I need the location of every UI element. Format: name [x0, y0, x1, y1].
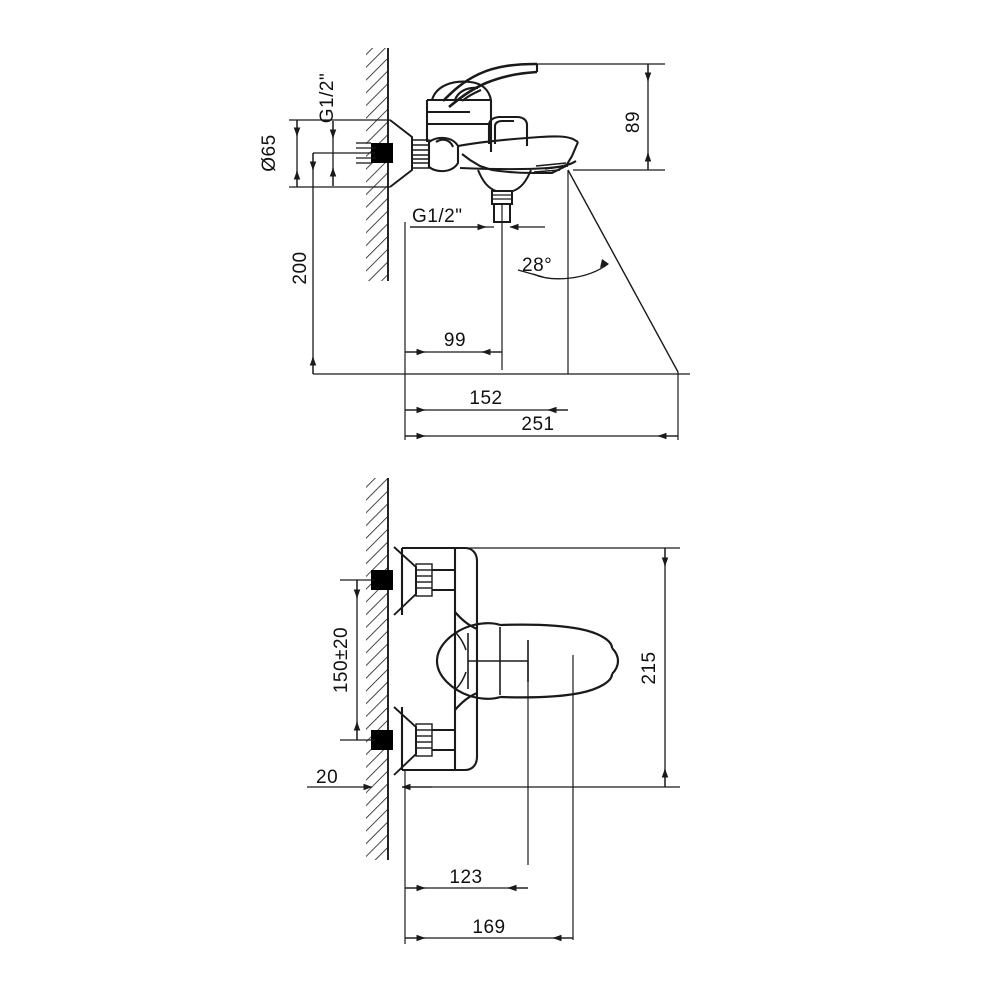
dim-label-angle-28: 28°: [522, 255, 552, 276]
dim-centers-150: 150±20: [331, 579, 375, 741]
ext-lines-flange: [289, 119, 390, 188]
inlet-nipple-upper: [371, 570, 393, 590]
dim-depth-123: 123: [405, 867, 528, 892]
dim-label-proj-152: 152: [469, 388, 502, 409]
dim-wall-gap-20: 20: [307, 767, 432, 791]
angle-ray-spout: [567, 169, 679, 374]
dim-label-thread-outlet: G1/2": [412, 206, 462, 227]
diverter-knob-top: [487, 115, 529, 146]
dim-label-height-215: 215: [639, 651, 660, 684]
dim-height-200: 200: [290, 152, 375, 374]
union-elbow-top: [427, 136, 460, 173]
dim-label-centers-150: 150±20: [331, 627, 352, 693]
wall-section-bottom: [366, 478, 389, 860]
dim-label-wall-gap-20: 20: [316, 767, 338, 788]
coupling-nut-upper: [415, 563, 433, 597]
dim-label-spout-height-89: 89: [623, 111, 644, 133]
coupling-nut-lower: [415, 723, 433, 757]
dim-proj-251: 251: [405, 372, 679, 440]
dim-label-depth-123: 123: [449, 867, 482, 888]
coupling-nut-top: [411, 139, 430, 169]
dim-height-215: 215: [402, 547, 680, 788]
dim-label-height-200: 200: [290, 251, 311, 284]
dim-label-proj-99: 99: [444, 330, 466, 351]
dim-proj-152: 152: [405, 388, 568, 414]
dim-flange-diameter: Ø65: [259, 120, 301, 187]
dim-label-flange-diameter: Ø65: [259, 134, 280, 171]
dim-label-thread-top: G1/2": [317, 73, 338, 123]
dim-label-proj-251: 251: [521, 414, 554, 435]
dim-spout-height-89: 89: [537, 63, 665, 171]
lever-handle-top: [442, 62, 539, 109]
view-front-elevation: 150±20 215 20 123: [307, 478, 680, 944]
dim-label-depth-169: 169: [472, 917, 505, 938]
wall-section-top: [366, 48, 389, 281]
dim-angle-28: 28°: [517, 255, 609, 280]
dim-proj-99: 99: [404, 222, 502, 440]
dim-thread-outlet: G1/2": [410, 206, 545, 231]
ext-lines-depth-bottom: [404, 655, 574, 944]
inlet-nipple-lower: [371, 730, 393, 750]
dim-depth-169: 169: [405, 917, 573, 942]
mixer-body-front: [400, 546, 479, 772]
view-side-elevation: G1/2" Ø65 200 89: [259, 48, 690, 440]
inlet-nipple-top: [356, 142, 393, 164]
